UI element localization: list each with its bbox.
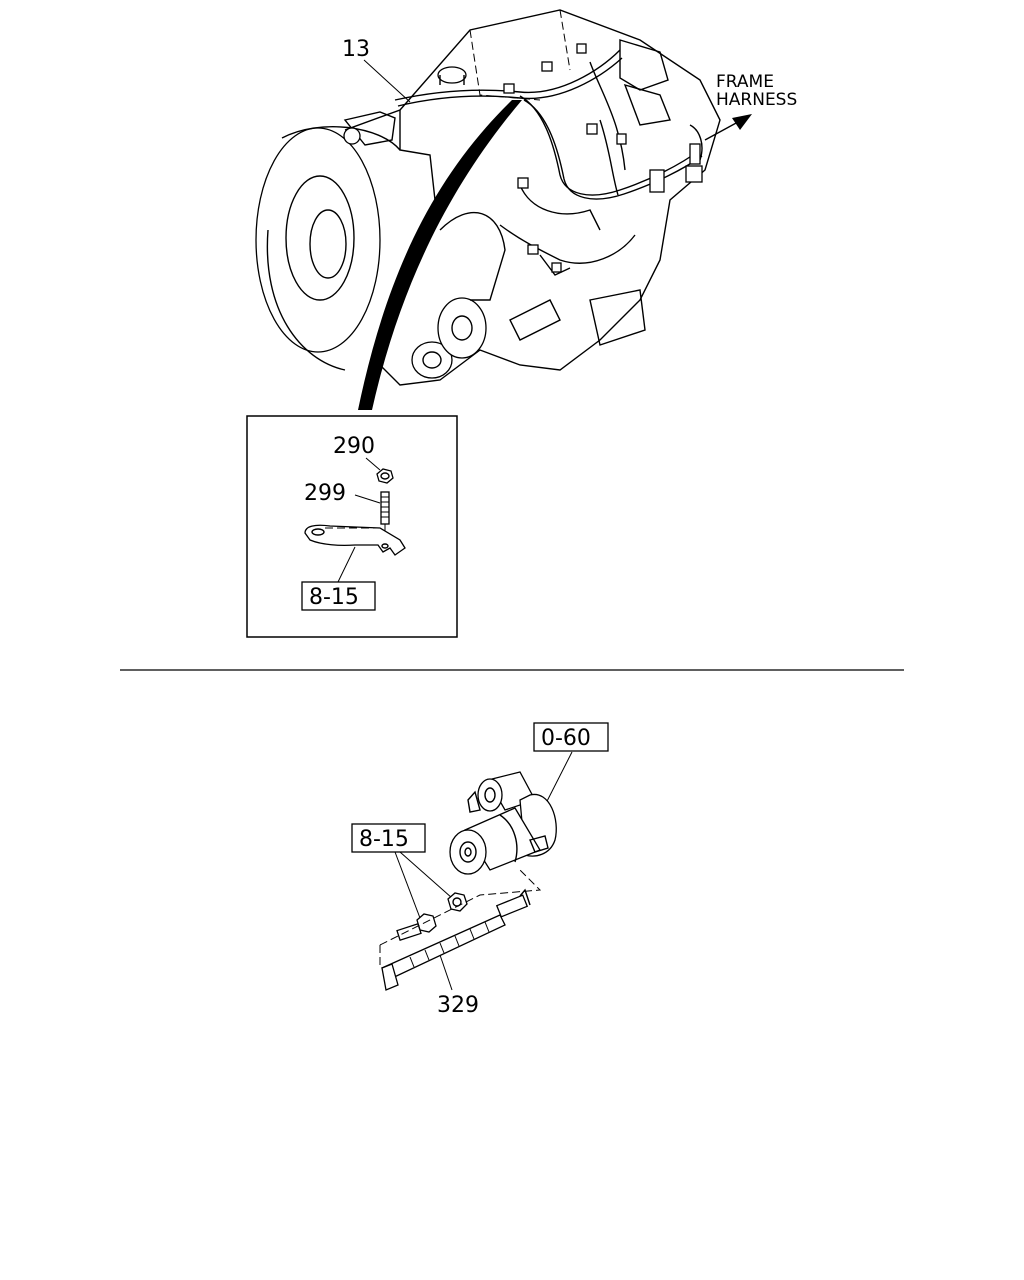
harness-label: 13 [342, 37, 370, 62]
detail-ref-box [301, 581, 376, 611]
frame-harness-arrowhead [732, 114, 752, 130]
starter-nut [447, 892, 468, 912]
bracket-leader [337, 546, 356, 583]
detail-ref-label: 8-15 [309, 585, 359, 610]
nut-label: 290 [333, 434, 375, 459]
starter-ref-label: 0-60 [541, 726, 591, 751]
frame-harness-label-line1: FRAME [716, 72, 774, 92]
engine-illustration [255, 9, 721, 386]
detail-callout-swoosh [358, 100, 522, 410]
cable-leader [439, 954, 453, 991]
starter-motor [449, 771, 557, 875]
harness-leader [363, 59, 411, 103]
frame-harness-arrow-shaft [704, 121, 739, 141]
bolt-leader-2 [399, 851, 453, 899]
bolt-leader-1 [394, 851, 421, 919]
nut-leader [365, 457, 381, 471]
battery-cable [379, 869, 542, 991]
bolt-ref-box [351, 823, 426, 853]
bolt-ref-label: 8-15 [359, 827, 409, 852]
nut-part [376, 468, 394, 484]
starter-ref-box [533, 722, 609, 752]
frame-harness-label-line2: HARNESS [716, 90, 797, 110]
cable-label: 329 [437, 993, 479, 1018]
stud-label: 299 [304, 481, 346, 506]
stud-leader [354, 494, 381, 504]
bracket-part [304, 524, 406, 556]
engine-harness [394, 43, 703, 276]
